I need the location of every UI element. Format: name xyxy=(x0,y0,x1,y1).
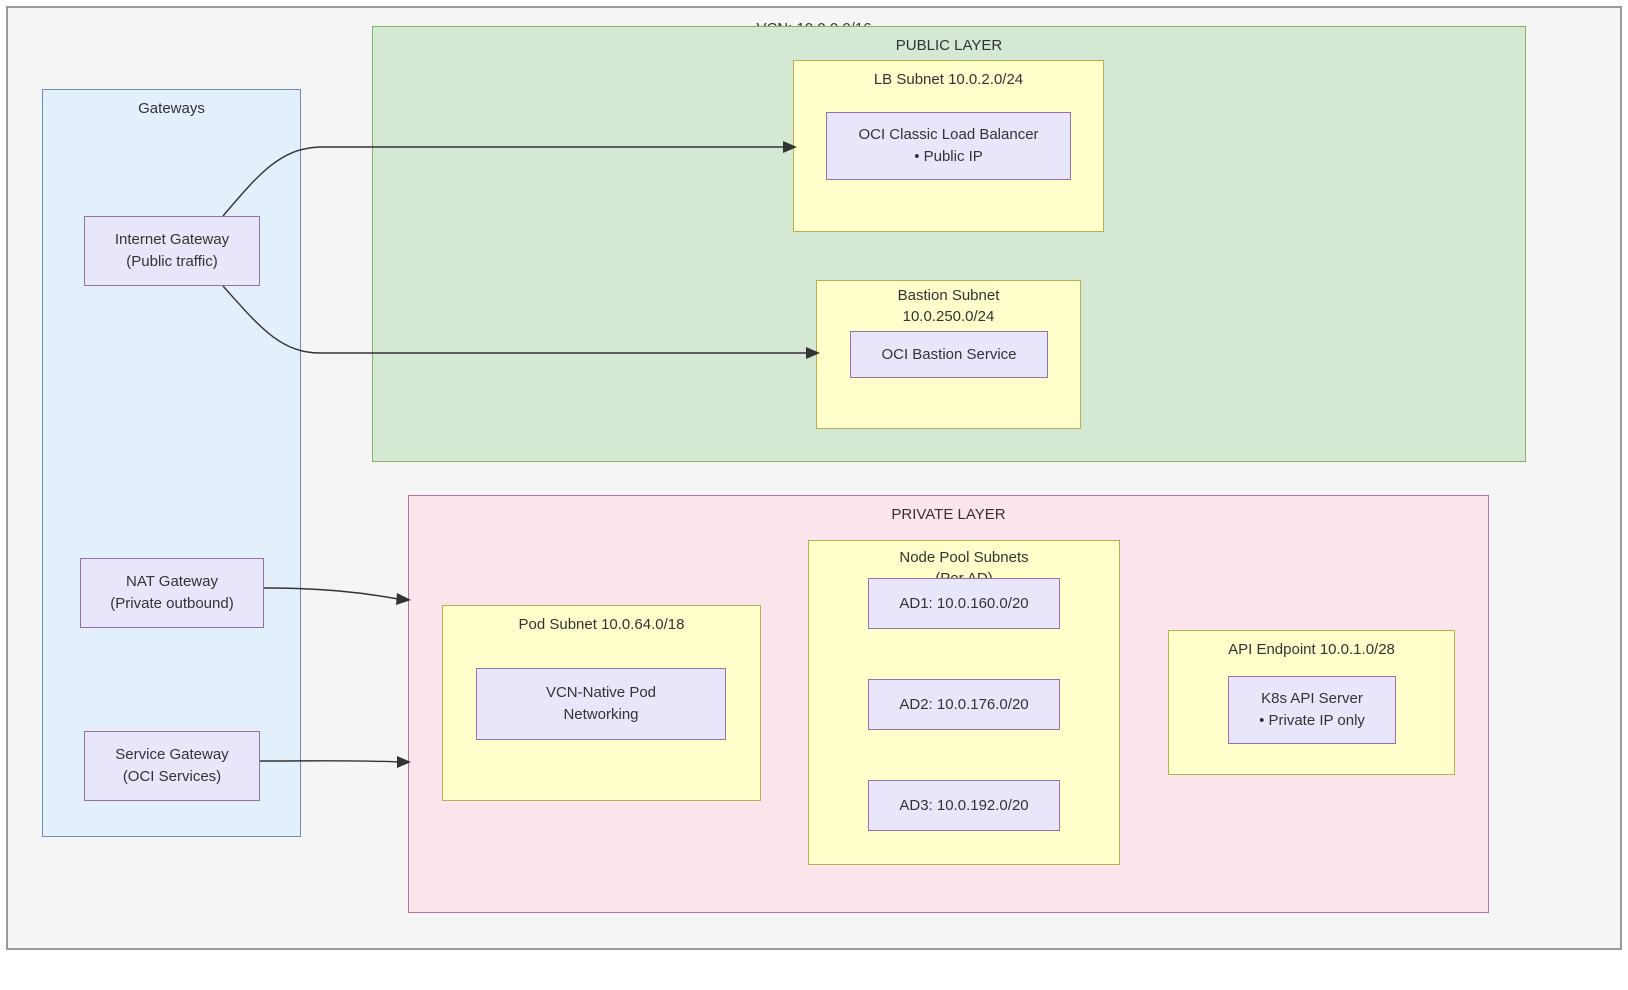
ad3-subnet-label: AD3: 10.0.192.0/20 xyxy=(899,796,1029,814)
nat-gateway-node[interactable]: NAT Gateway (Private outbound) xyxy=(80,558,264,628)
internet-gateway-label: Internet Gateway (Public traffic) xyxy=(114,231,230,270)
public-layer-title: PUBLIC LAYER xyxy=(895,37,1003,54)
k8s-api-server-node[interactable]: K8s API Server • Private IP only xyxy=(1228,676,1396,744)
ad2-subnet-node[interactable]: AD2: 10.0.176.0/20 xyxy=(868,679,1060,730)
vcn-native-pod-networking-label: VCN-Native Pod Networking xyxy=(545,684,657,723)
oci-bastion-service-node[interactable]: OCI Bastion Service xyxy=(850,331,1048,378)
internet-gateway-node[interactable]: Internet Gateway (Public traffic) xyxy=(84,216,260,286)
service-gateway-node[interactable]: Service Gateway (OCI Services) xyxy=(84,731,260,801)
k8s-api-server-label: K8s API Server • Private IP only xyxy=(1259,690,1365,729)
gateways-container: Gateways xyxy=(42,89,301,837)
oci-bastion-service-label: OCI Bastion Service xyxy=(881,345,1017,363)
ad1-subnet-label: AD1: 10.0.160.0/20 xyxy=(899,594,1029,612)
ad3-subnet-node[interactable]: AD3: 10.0.192.0/20 xyxy=(868,780,1060,831)
pod-subnet-title: Pod Subnet 10.0.64.0/18 xyxy=(518,616,685,633)
oci-classic-load-balancer-label: OCI Classic Load Balancer • Public IP xyxy=(858,126,1039,165)
service-gateway-label: Service Gateway (OCI Services) xyxy=(115,746,229,785)
nat-gateway-label: NAT Gateway (Private outbound) xyxy=(110,573,234,612)
lb-subnet-title: LB Subnet 10.0.2.0/24 xyxy=(873,71,1024,88)
ad1-subnet-node[interactable]: AD1: 10.0.160.0/20 xyxy=(868,578,1060,629)
private-layer-title: PRIVATE LAYER xyxy=(891,506,1006,523)
bastion-subnet-title: Bastion Subnet 10.0.250.0/24 xyxy=(897,287,1000,326)
oci-classic-load-balancer-node[interactable]: OCI Classic Load Balancer • Public IP xyxy=(826,112,1071,180)
ad2-subnet-label: AD2: 10.0.176.0/20 xyxy=(899,695,1029,713)
api-endpoint-subnet-title: API Endpoint 10.0.1.0/28 xyxy=(1228,641,1395,658)
gateways-title: Gateways xyxy=(138,100,205,117)
vcn-native-pod-networking-node[interactable]: VCN-Native Pod Networking xyxy=(476,668,726,740)
